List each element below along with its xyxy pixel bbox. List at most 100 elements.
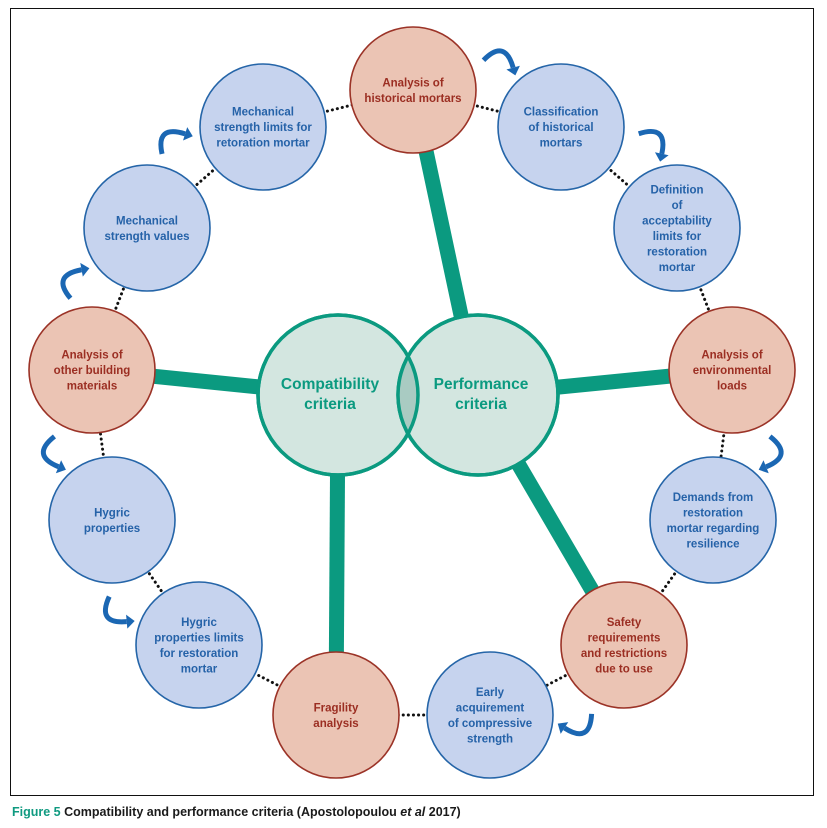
analysis-circle [560, 581, 688, 709]
node-label-line: Demands from [673, 492, 754, 504]
detail-circle [199, 63, 327, 191]
cycle-arrow [481, 48, 516, 69]
node-label: Classification of historical mortars [524, 107, 599, 150]
detail-circle [649, 456, 777, 584]
node-label-line: acquirement [456, 702, 525, 714]
figure-label: Figure 5 [12, 805, 61, 819]
node-label-line: Classification [524, 107, 599, 119]
arrow-head-icon [55, 460, 66, 474]
node-label: Demands from restoration mortar regarding r… [667, 492, 760, 551]
performance-label-line: criteria [455, 396, 507, 413]
node-label-line: mortar [659, 262, 696, 274]
analysis-circle [272, 651, 400, 779]
node-historical: Analysis of historical mortars [349, 26, 477, 154]
node-label-line: retoration mortar [216, 138, 310, 150]
node-label-line: mortar regarding [667, 523, 760, 535]
node-environmental: Analysis of environmental loads [668, 306, 796, 434]
performance-label-line: Performance [434, 376, 529, 393]
node-label-line: Definition [650, 184, 703, 196]
arrow-head-icon [183, 127, 193, 141]
node-label-line: loads [717, 381, 747, 393]
arrow-head-icon [126, 614, 135, 629]
node-label-line: resilience [686, 538, 739, 550]
node-label: Mechanical strength limits for retoration … [214, 107, 312, 150]
analysis-circle [28, 306, 156, 434]
node-label-line: Analysis of [382, 77, 444, 89]
performance-label: Performance criteria [434, 376, 529, 413]
node-demands: Demands from restoration mortar regarding r… [649, 456, 777, 584]
arrow-head-icon [80, 262, 90, 277]
cycle-arrow [40, 434, 60, 470]
node-label-line: mortar [181, 663, 218, 675]
detail-circle [613, 164, 741, 292]
cycle-arrow [158, 129, 186, 155]
arrow-head-icon [506, 65, 520, 76]
node-label-line: Analysis of [701, 350, 763, 362]
cycle-arrow [563, 713, 595, 737]
node-label-line: strength limits for [214, 122, 312, 134]
analysis-circle [668, 306, 796, 434]
nodes: Analysis of historical mortarsClassificat… [28, 26, 796, 779]
node-label: Analysis of environmental loads [693, 350, 772, 393]
detail-circle [497, 63, 625, 191]
node-label-line: strength values [105, 231, 190, 243]
node-label-line: Analysis of [61, 350, 123, 362]
arrow-head-icon [557, 722, 569, 734]
caption-year: 2017) [425, 805, 461, 819]
node-label-line: historical mortars [364, 93, 461, 105]
node-classification: Classification of historical mortars [497, 63, 625, 191]
center-venn: Compatibility criteria Performance criteria [256, 313, 560, 477]
node-label-line: of historical [528, 122, 593, 134]
compatibility-label-line: criteria [304, 396, 356, 413]
node-label: Mechanical strength values [105, 215, 190, 243]
node-label-line: requirements [588, 632, 661, 644]
node-label-line: Fragility [314, 702, 359, 714]
node-label-line: Safety [607, 617, 642, 629]
node-label-line: Hygric [181, 617, 217, 629]
cycle-arrows [40, 48, 784, 737]
cycle-arrow [637, 128, 666, 155]
figure-frame [10, 8, 814, 796]
node-label-line: and restrictions [581, 648, 667, 660]
node-mech-limits: Mechanical strength limits for retoration … [199, 63, 327, 191]
arrow-head-icon [758, 460, 769, 474]
caption-etal: et al [400, 805, 426, 819]
node-label-line: Hygric [94, 507, 130, 519]
node-label-line: of compressive [448, 718, 532, 730]
node-label-line: due to use [595, 663, 653, 675]
node-label-line: restoration [647, 246, 707, 258]
node-safety: Safety requirements and restrictions due to… [560, 581, 688, 709]
node-label-line: Mechanical [116, 215, 178, 227]
node-label-line: materials [67, 381, 118, 393]
analysis-circle [349, 26, 477, 154]
detail-circle [83, 164, 211, 292]
node-label: Safety requirements and restrictions due to… [581, 617, 667, 676]
node-label-line: acceptability [642, 215, 712, 227]
node-label: Analysis of historical mortars [364, 77, 461, 105]
node-label-line: Early [476, 687, 505, 699]
node-label-line: restoration [683, 507, 743, 519]
cycle-arrow [60, 267, 83, 300]
node-label-line: Mechanical [232, 107, 294, 119]
node-label-line: mortars [540, 138, 583, 150]
compatibility-label: Compatibility criteria [281, 376, 380, 413]
compatibility-label-line: Compatibility [281, 376, 380, 393]
node-label-line: for restoration [160, 648, 239, 660]
node-label-line: limits for [653, 231, 702, 243]
node-mech-values: Mechanical strength values [83, 164, 211, 292]
cycle-arrow [765, 434, 784, 470]
caption-text: Compatibility and performance criteria (… [60, 805, 401, 819]
detail-circle [48, 456, 176, 584]
node-label-line: environmental [693, 365, 772, 377]
